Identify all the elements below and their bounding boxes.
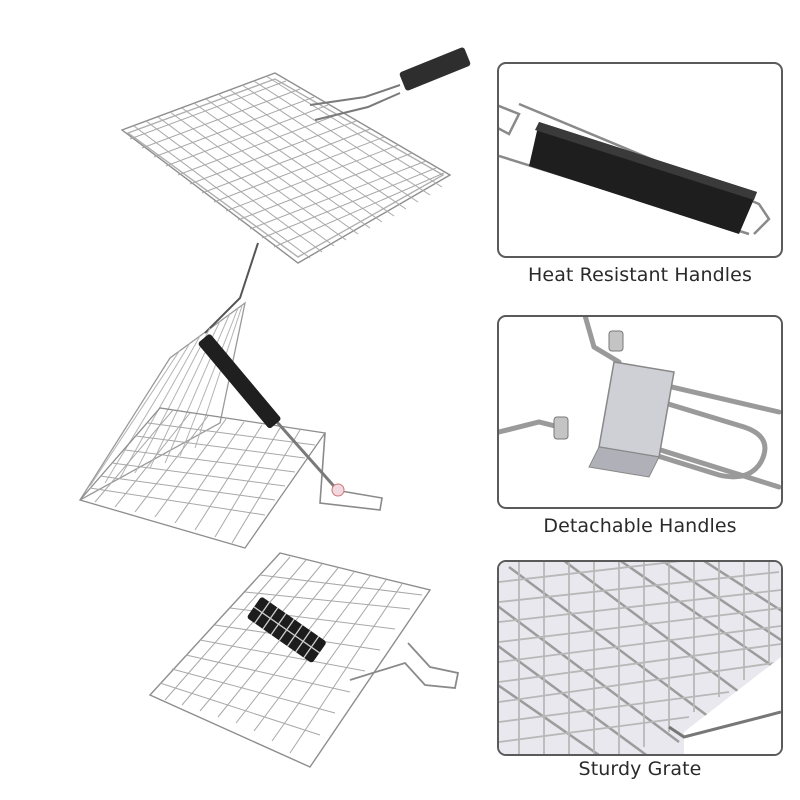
grill-basket-flat-icon — [120, 47, 471, 264]
feature-panel-detachable-handles — [497, 315, 783, 509]
feature-label: Detachable Handles — [543, 515, 737, 537]
handle-icon — [399, 47, 471, 91]
flat-grill-basket-view — [110, 45, 480, 275]
handle-icon — [198, 334, 281, 429]
handle-closeup-icon — [499, 102, 771, 236]
clamp-closeup-icon — [499, 317, 781, 490]
feature-label: Heat Resistant Handles — [528, 264, 752, 286]
open-grill-basket-view — [70, 238, 400, 558]
grate-closeup-icon — [499, 562, 781, 754]
feature-panel-heat-resistant-handles — [497, 62, 783, 258]
feature-panel-sturdy-grate — [497, 560, 783, 756]
handle-icon — [247, 597, 326, 663]
grill-basket-folded-icon — [148, 552, 460, 768]
folded-grill-basket-view — [140, 545, 470, 770]
grill-basket-open-icon — [78, 242, 383, 549]
feature-label: Sturdy Grate — [578, 758, 702, 780]
